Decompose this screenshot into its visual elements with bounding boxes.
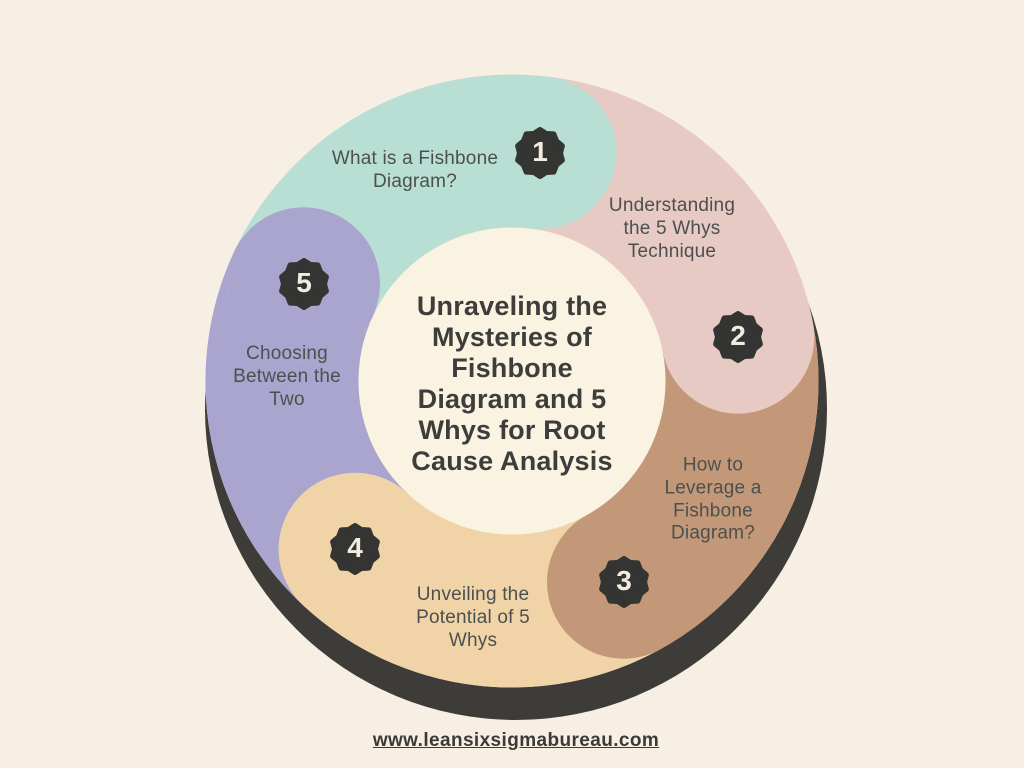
label-line: Diagram?: [671, 522, 755, 544]
step-badge-5: 5: [272, 252, 336, 316]
website-link[interactable]: www.leansixsigmabureau.com: [372, 730, 660, 751]
page-title: Unraveling the Mysteries of Fishbone Dia…: [392, 291, 632, 477]
seal-icon: [713, 311, 763, 363]
label-line: Fishbone: [673, 500, 753, 521]
step-label-5: Choosing Between the Two: [212, 343, 362, 411]
label-line: What is a Fishbone: [331, 148, 499, 170]
step-label-1: What is a Fishbone Diagram?: [315, 148, 515, 194]
step-label-4: Unveiling the Potential of 5 Whys: [393, 584, 553, 652]
step-number-5: 5: [296, 267, 312, 298]
seal-icon: [330, 523, 380, 575]
label-line: Leverage a: [664, 477, 762, 499]
label-line: Technique: [627, 240, 717, 262]
step-badge-4: 4: [323, 517, 387, 581]
label-line: Whys: [448, 629, 498, 651]
seal-icon: [599, 556, 649, 608]
seal-icon: [279, 258, 329, 310]
label-line: Diagram?: [373, 171, 457, 192]
step-number-1: 1: [532, 136, 548, 167]
title-line: Diagram and 5: [417, 384, 607, 414]
title-line: Cause Analysis: [411, 446, 613, 477]
label-line: Understanding: [608, 194, 736, 216]
title-line: Mysteries of: [432, 321, 592, 352]
label-line: Choosing: [246, 342, 328, 364]
step-number-2: 2: [730, 320, 746, 351]
seal-icon: [515, 127, 565, 179]
step-badge-2: 2: [706, 305, 770, 369]
title-line: Fishbone: [451, 352, 573, 383]
step-badge-3: 3: [592, 550, 656, 614]
step-number-3: 3: [616, 565, 632, 596]
step-label-2: Understanding the 5 Whys Technique: [592, 195, 752, 263]
label-line: Unveiling the: [416, 583, 530, 605]
step-badge-1: 1: [508, 121, 572, 185]
title-line: Unraveling the: [416, 290, 608, 321]
label-line: Two: [269, 388, 305, 410]
label-line: Between the: [233, 365, 341, 387]
label-line: How to: [682, 454, 744, 476]
step-label-3: How to Leverage a Fishbone Diagram?: [648, 454, 778, 545]
label-line: the 5 Whys: [623, 217, 721, 239]
step-number-4: 4: [347, 532, 363, 563]
label-line: Potential of 5: [416, 606, 530, 628]
title-line: Whys for Root: [418, 415, 606, 446]
